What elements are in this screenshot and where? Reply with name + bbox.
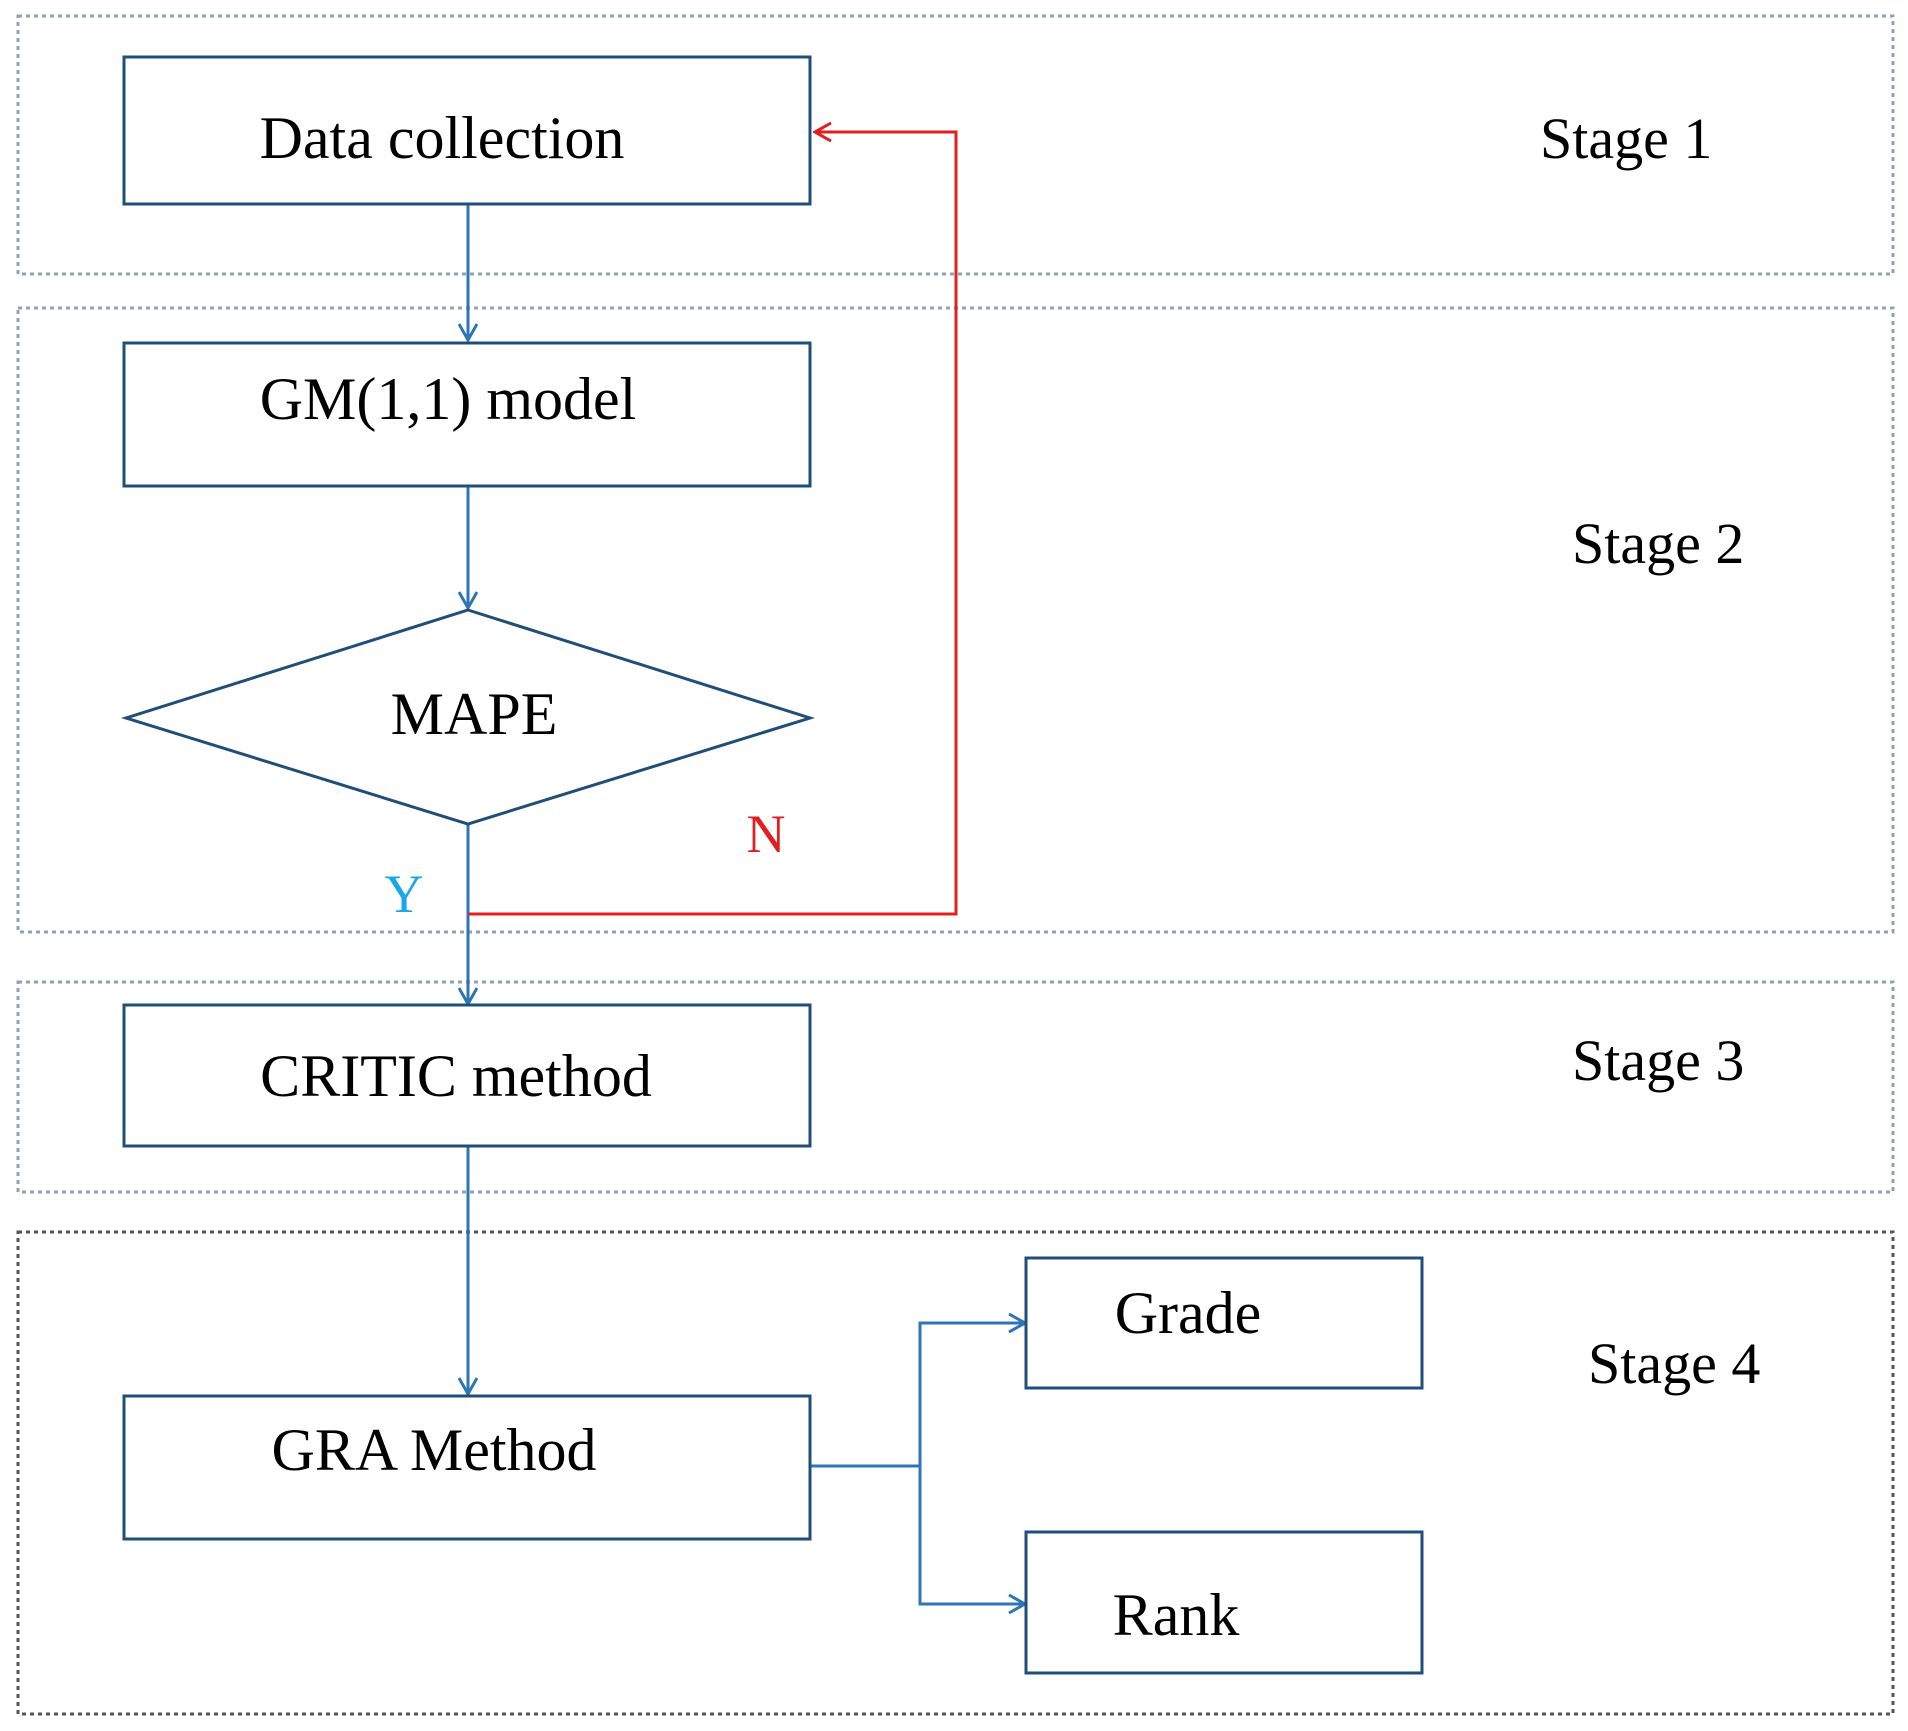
stage-1-label: Stage 1 [1540,106,1712,171]
no-branch-label: N [747,804,786,864]
arrow-gra-to-rank [918,1466,1025,1604]
yes-branch-label: Y [385,864,424,924]
data-collection-label: Data collection [260,105,625,171]
gra-method-box [122,1394,812,1541]
grade-box [1024,1256,1424,1390]
stage-1-frame [16,14,1895,276]
critic-method-box [122,1003,812,1148]
data-collection-box [122,55,812,206]
stage-4-frame [16,1230,1895,1716]
stage-3-frame [16,980,1895,1194]
grade-label: Grade [1115,1280,1262,1346]
gm-model-label: GM(1,1) model [260,366,637,432]
arrow-gra-to-grade [810,1323,1025,1468]
mape-decision-diamond [120,608,816,826]
mape-label: MAPE [391,681,558,747]
stage-3-label: Stage 3 [1572,1028,1744,1093]
stage-2-label: Stage 2 [1572,511,1744,576]
rank-label: Rank [1113,1582,1240,1648]
gra-method-label: GRA Method [271,1417,596,1483]
arrow-mape-no-to-data [468,132,958,916]
rank-box [1024,1530,1424,1675]
critic-method-label: CRITIC method [260,1043,652,1109]
stage-4-label: Stage 4 [1588,1331,1760,1396]
gm-model-box [122,341,812,488]
